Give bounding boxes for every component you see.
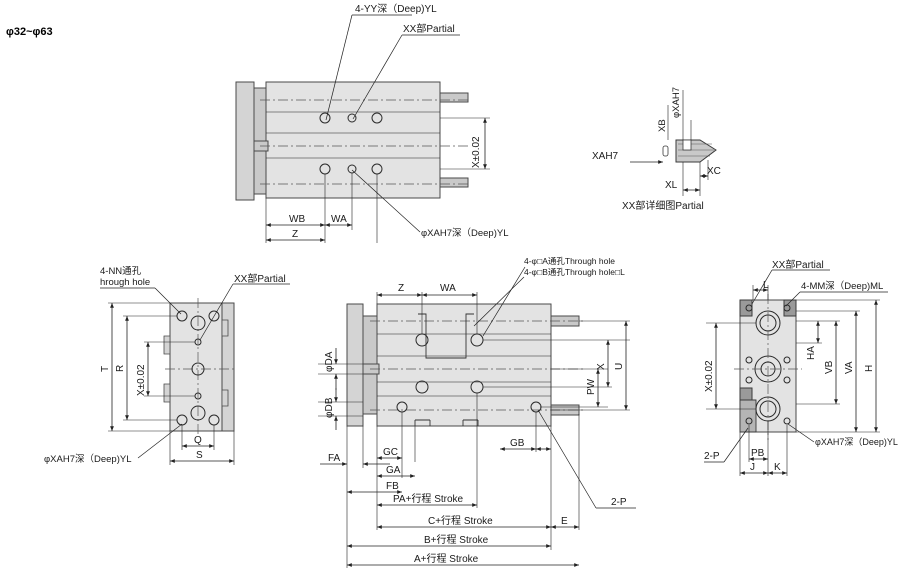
front-body [376,303,552,427]
right-dim-h: H [864,365,875,372]
right-callout-port: 2-P [704,451,720,462]
front-dim-u: U [614,363,625,370]
front-dim-wa: WA [440,283,456,294]
front-dim-gb: GB [510,438,525,449]
detail-phi-xah7: φXAH7 [671,87,682,118]
left-callout-pin: φXAH7深（Deep)YL [44,453,131,465]
left-hole-2 [208,310,220,322]
right-callout-partial: XX部Partial [772,258,824,271]
front-dim-z: Z [398,283,404,294]
front-dim-phi-db: φDB [324,397,335,418]
front-callout-port: 2-P [611,497,627,508]
detail-xah7: XAH7 [592,151,619,162]
top-callout-pin: φXAH7深（Deep)YL [421,227,508,239]
right-dim-pb: PB [751,448,765,459]
top-callout-partial: XX部Partial [403,22,455,35]
left-rod-upper [190,315,206,331]
left-dim-t: T [100,366,111,372]
left-dim-r: R [115,365,126,372]
top-callout-tapped: 4-YY深（Deep)YL [355,3,437,15]
left-callout-nn-2: hrough hole [100,277,150,288]
front-dim-e: E [561,516,568,527]
right-dim-k: K [774,462,781,473]
right-callout-pin: φXAH7深（Deep)YL [815,437,898,447]
top-dim-z: Z [292,229,298,240]
left-dim-s: S [196,450,203,461]
front-view: Z WA 4-φ□A通孔Through hole 4-φ□B通孔Through … [318,256,636,568]
top-dim-wb: WB [289,214,305,225]
left-callout-nn-1: 4-NN通孔 [100,266,142,277]
right-callout-mm: 4-MM深（Deep)ML [801,280,883,292]
front-callout-hole-a: 4-φ□A通孔Through hole [524,256,615,266]
front-dim-pa: PA+行程 Stroke [393,492,464,505]
front-dim-x: X [596,363,607,370]
right-dim-j: J [750,462,755,473]
front-dim-fb: FB [386,481,399,492]
detail-xb: XB [657,119,668,132]
front-dim-fa: FA [328,453,341,464]
right-dim-l: L [763,280,769,291]
detail-xc: XC [707,166,721,177]
top-hole-1 [319,112,331,124]
top-dim-wa: WA [331,214,347,225]
front-dim-phi-da: φDA [324,351,335,372]
front-hole-3 [415,380,429,394]
left-view: T R X±0.02 Q S 4-NN通孔 hrough hole XX部Par… [44,266,290,465]
front-dim-b: B+行程 Stroke [424,533,489,546]
top-rod-upper [439,92,469,103]
detail-view: XAH7 XB φXAH7 XL XC XX部详细图Partial [592,87,721,212]
left-rod-lower [190,405,206,421]
right-dim-x: X±0.02 [704,360,715,392]
left-plate [169,302,223,432]
right-view: L XX部Partial 4-MM深（Deep)ML HA VB VA H X±… [704,258,898,476]
front-callout-hole-b: 4-φ□B通孔Through hole□L [524,267,625,277]
front-dim-ga: GA [386,465,401,476]
detail-caption: XX部详细图Partial [622,199,704,212]
left-dim-q: Q [194,435,202,446]
detail-pin [662,145,669,157]
right-dim-vb: VB [824,360,835,374]
detail-section [675,139,717,163]
front-dim-c: C+行程 Stroke [428,514,493,527]
left-center [191,362,205,376]
front-plate [346,303,364,427]
top-body [265,81,441,199]
top-pin-1 [347,113,357,123]
left-dim-x: X±0.02 [136,364,147,396]
size-range-label: φ32~φ63 [6,26,53,38]
right-dim-va: VA [844,361,855,374]
top-hole-2 [371,112,383,124]
top-rod-lower [439,177,469,188]
right-dim-ha: HA [806,346,817,360]
left-callout-partial: XX部Partial [234,272,286,285]
front-dim-gc: GC [383,447,398,458]
top-plate [235,81,255,201]
detail-xl: XL [665,180,678,191]
front-dim-a: A+行程 Stroke [414,552,479,565]
front-dim-pw: PW [586,378,597,395]
top-dim-x: X±0.02 [471,136,482,168]
top-view: X±0.02 WB WA Z 4-YY深（Deep)YL XX部Partial … [235,3,508,243]
